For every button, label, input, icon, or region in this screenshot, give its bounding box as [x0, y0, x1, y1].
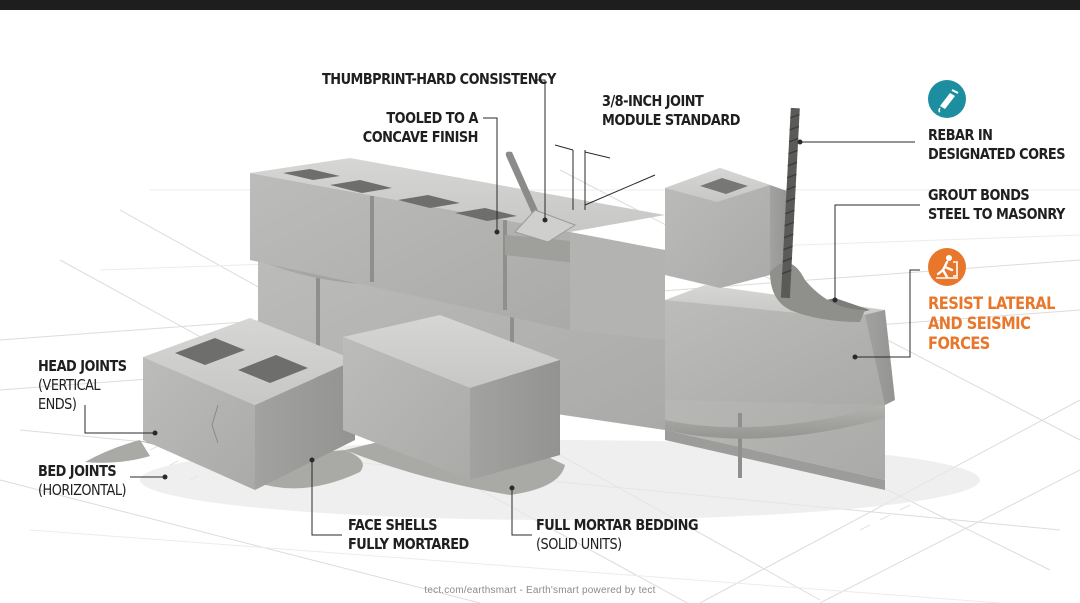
leader-lines — [84, 79, 920, 536]
masonry-illustration — [84, 79, 980, 536]
diagram-stage: THUMBPRINT-HARD CONSISTENCY TOOLED TO A … — [0, 10, 1080, 603]
tooled-label: TOOLED TO A CONCAVE FINISH — [362, 109, 479, 146]
thumbprint-label: THUMBPRINT-HARD CONSISTENCY — [322, 70, 556, 88]
top-bar — [0, 0, 1080, 10]
trowel — [505, 151, 577, 243]
full-mortar-label: FULL MORTAR BEDDING (SOLID UNITS) — [536, 516, 699, 553]
seismic-person-icon — [928, 248, 966, 286]
joint-module-label: 3/8-INCH JOINT MODULE STANDARD — [602, 92, 740, 129]
resist-label: RESIST LATERAL AND SEISMIC FORCES — [928, 294, 1055, 354]
rebar-pour-icon — [928, 80, 966, 118]
bed-joints-label: BED JOINTS (HORIZONTAL) — [38, 462, 127, 499]
grout-pool — [770, 262, 865, 322]
head-joints-label: HEAD JOINTS (VERTICAL ENDS) — [38, 357, 127, 413]
solid-block — [343, 315, 565, 495]
footer-credit: tect.com/earthsmart - Earth'smart powere… — [424, 585, 656, 596]
hollow-block — [85, 318, 363, 490]
rebar — [780, 107, 800, 299]
end-block — [665, 168, 790, 288]
face-shells-label: FACE SHELLS FULLY MORTARED — [348, 516, 469, 553]
rebar-label: REBAR IN DESIGNATED CORES — [928, 126, 1066, 163]
grout-label: GROUT BONDS STEEL TO MASONRY — [928, 186, 1065, 223]
